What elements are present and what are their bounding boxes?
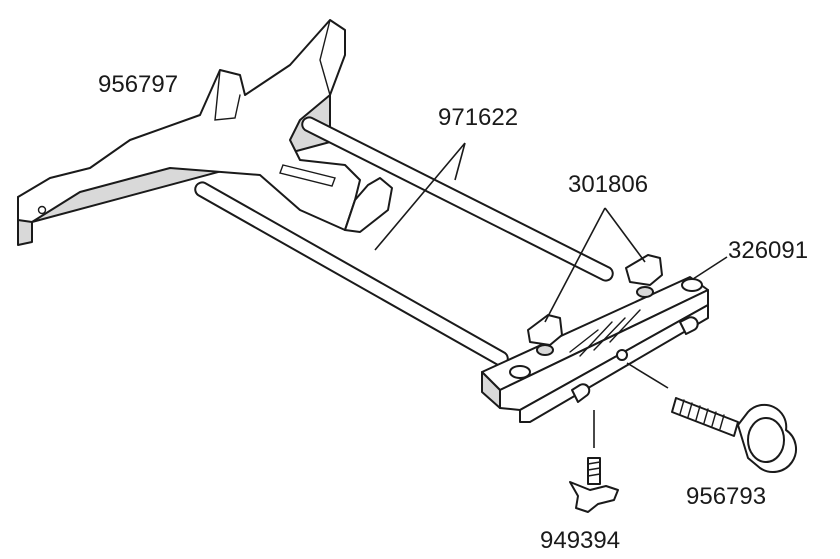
callout-block: 326091 <box>728 237 808 264</box>
knob-screw <box>671 397 798 473</box>
wing-screw <box>569 457 619 513</box>
callout-wing-screw: 949394 <box>540 527 620 554</box>
bracket-part <box>17 19 393 246</box>
leader-lines <box>374 142 728 448</box>
callout-rods: 971622 <box>438 104 518 131</box>
clamp-block <box>481 276 709 423</box>
callout-bracket: 956797 <box>98 71 178 98</box>
callout-clamps: 301806 <box>568 171 648 198</box>
clamps <box>527 254 663 356</box>
callout-knob-screw: 956793 <box>686 483 766 510</box>
